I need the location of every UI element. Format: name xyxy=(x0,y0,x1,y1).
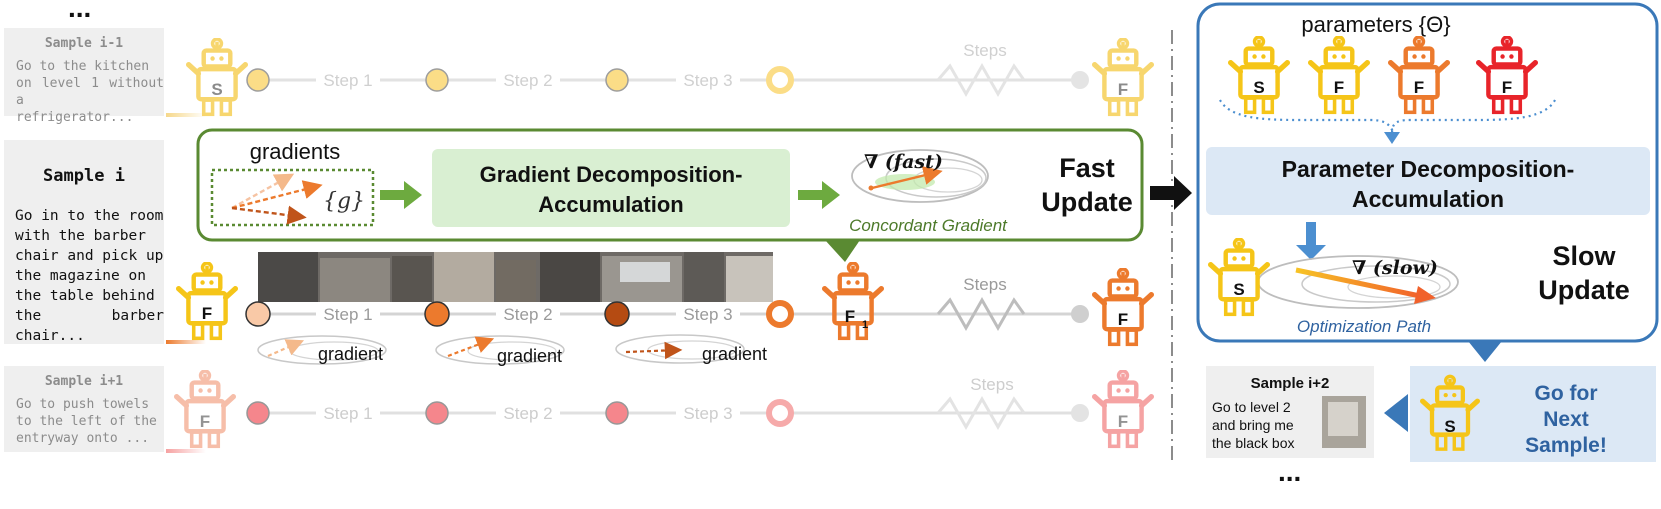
sample-prev-text: Go to the kitchen on level 1 without a r… xyxy=(16,59,164,125)
gradient-ellipse-3 xyxy=(615,334,745,364)
fast-update-line2: Update xyxy=(1041,187,1133,217)
robot-cur-final-letter: F xyxy=(1118,310,1128,329)
fast-update-box xyxy=(196,128,1144,262)
sample-prev-title: Sample i-1 xyxy=(44,36,124,51)
row-prev-step3: Step 3 xyxy=(683,71,732,90)
row-cur-node-3 xyxy=(604,301,630,327)
sample-prev-card: Sample i-1 Go to the kitchen on level 1 … xyxy=(4,28,164,125)
gradient-ellipse-2 xyxy=(435,335,565,365)
optimization-path: Optimization Path xyxy=(1297,317,1431,336)
row-next: F Step 1 Step 2 Step 3 Steps F xyxy=(177,371,1152,446)
row-cur-step2: Step 2 xyxy=(503,305,552,324)
nabla-slow: ∇ (slow) xyxy=(1352,257,1438,279)
sample-current-title: Sample i xyxy=(43,166,125,186)
row-prev-steps: Steps xyxy=(963,41,1006,60)
panorama-strip xyxy=(258,252,773,302)
grad-decomp-line1: Gradient Decomposition- xyxy=(480,162,743,187)
param-robot-1-letter: S xyxy=(1253,78,1264,97)
robot-cur-fast xyxy=(825,263,882,338)
bottom-ellipsis: ... xyxy=(1278,456,1302,487)
robot-cur-start-letter: F xyxy=(202,304,212,323)
param-robot-3-letter: F xyxy=(1414,78,1424,97)
sample-current-text: Go in to the room with the barber chair … xyxy=(15,208,164,344)
sample-next-text: Go to push towels to the left of the ent… xyxy=(16,397,157,446)
robot-prev-start-letter: S xyxy=(211,80,222,99)
row-prev-step1: Step 1 xyxy=(323,71,372,90)
slow-update-line2: Update xyxy=(1538,275,1630,305)
param-decomp-line1: Parameter Decomposition- xyxy=(1282,156,1575,182)
param-robot-4-letter: F xyxy=(1502,78,1512,97)
row-cur-node-1 xyxy=(245,301,271,327)
robot-prev-final-letter: F xyxy=(1118,80,1128,99)
row-prev-step2: Step 2 xyxy=(503,71,552,90)
row-next-step1: Step 1 xyxy=(323,404,372,423)
sample-next-card: Sample i+1 Go to push towels to the left… xyxy=(4,366,164,452)
row-cur-step3: Step 3 xyxy=(683,305,732,324)
slow-start-letter: S xyxy=(1233,280,1244,299)
cur-accent xyxy=(166,340,206,344)
gradient-label-2: gradient xyxy=(497,346,562,366)
slow-update-line1: Slow xyxy=(1552,241,1616,271)
robot-fast-letter: F xyxy=(845,307,855,326)
sample-next2-line2: and bring me xyxy=(1212,417,1294,433)
sample-current-card: Sample i Go in to the room with the barb… xyxy=(4,140,164,344)
param-decomp-line2: Accumulation xyxy=(1352,186,1504,212)
go-for-line2: Next xyxy=(1543,408,1589,431)
sample-next2-line1: Go to level 2 xyxy=(1212,399,1291,415)
next-accent xyxy=(166,449,206,453)
go-for-line3: Sample! xyxy=(1525,434,1607,457)
row-next-step3: Step 3 xyxy=(683,404,732,423)
next-sample-arrow xyxy=(1384,394,1408,432)
robot-next-start-letter: F xyxy=(200,412,210,431)
sample-next-title: Sample i+1 xyxy=(44,374,124,389)
g-set-label: {g} xyxy=(323,189,365,214)
robot-cur-final xyxy=(1095,269,1152,344)
slow-update-box xyxy=(1196,2,1659,362)
parameters-label: parameters {Θ} xyxy=(1301,12,1450,37)
nabla-fast: ∇ (fast) xyxy=(864,151,943,173)
row-prev: S Step 1 Step 2 Step 3 Steps F xyxy=(189,39,1152,114)
robot-cur-start xyxy=(179,263,236,338)
robot-next-final-letter: F xyxy=(1118,412,1128,431)
sample-next2-title: Sample i+2 xyxy=(1251,375,1330,392)
gradients-label: gradients xyxy=(250,139,341,164)
param-robot-2-letter: F xyxy=(1334,78,1344,97)
row-cur-node-4 xyxy=(766,300,794,328)
go-for-line1: Go for xyxy=(1535,382,1598,405)
gradient-ellipse-1 xyxy=(257,335,387,365)
row-cur-node-2 xyxy=(424,301,450,327)
sample-next2-line3: the black box xyxy=(1212,435,1295,451)
robot-fast-sub: 1 xyxy=(862,319,868,331)
gradient-label-1: gradient xyxy=(318,344,383,364)
row-cur-step1: Step 1 xyxy=(323,305,372,324)
prev-accent xyxy=(166,113,206,117)
gradient-label-3: gradient xyxy=(702,344,767,364)
concordant-gradient: Concordant Gradient xyxy=(849,216,1008,235)
fast-update-line1: Fast xyxy=(1059,153,1115,183)
next-sample-robot-letter: S xyxy=(1444,417,1455,436)
fast-to-slow-arrow xyxy=(1150,176,1192,210)
row-cur-steps: Steps xyxy=(963,275,1006,294)
row-next-steps: Steps xyxy=(970,375,1013,394)
row-next-step2: Step 2 xyxy=(503,404,552,423)
top-ellipsis: ... xyxy=(68,0,92,23)
grad-decomp-line2: Accumulation xyxy=(538,192,683,217)
